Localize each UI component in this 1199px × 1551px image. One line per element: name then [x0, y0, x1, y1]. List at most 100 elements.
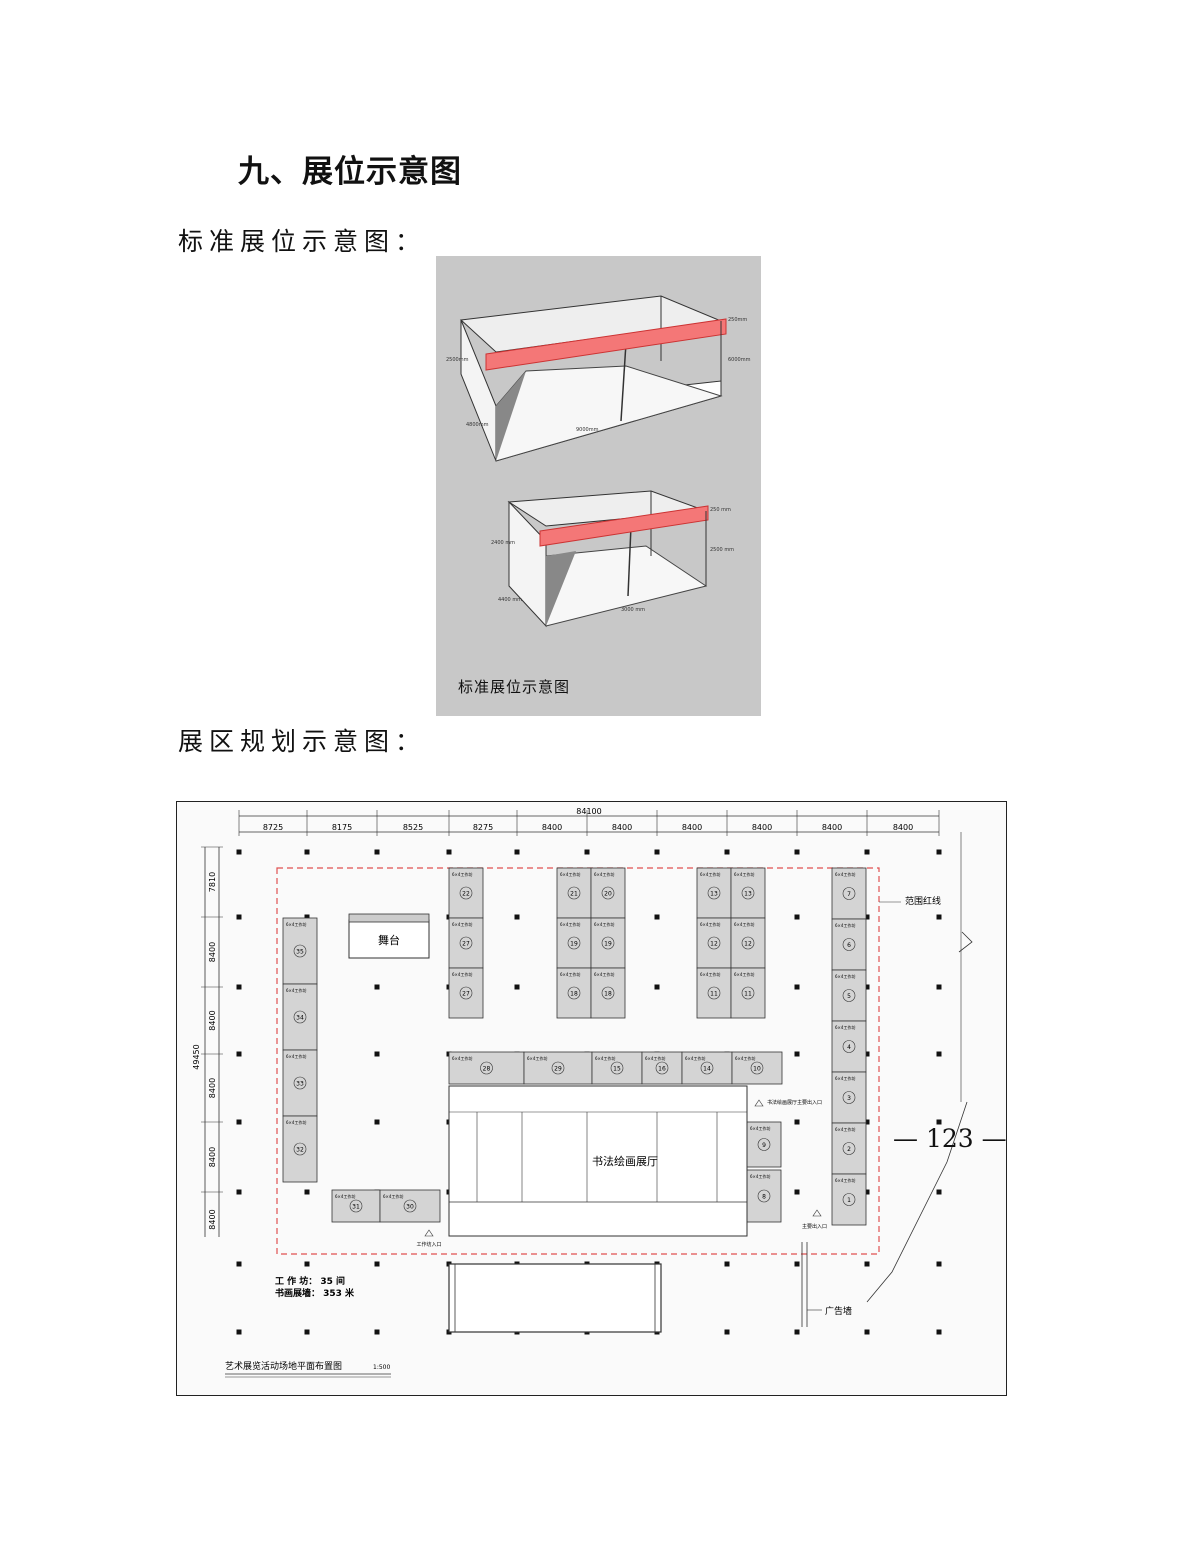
booth-type: 6×4工作坊 — [286, 921, 306, 927]
section-title: 九、展位示意图 — [238, 154, 462, 190]
column-marker — [236, 984, 242, 990]
booth — [696, 967, 732, 1019]
booth — [730, 967, 766, 1019]
booth-number: 19 — [604, 941, 612, 948]
booth-number: 34 — [296, 1015, 304, 1022]
column-marker — [794, 1261, 800, 1267]
row-height-label: 8400 — [208, 1209, 217, 1229]
booth-type: 6×4工作坊 — [594, 971, 614, 977]
row-height-label: 8400 — [208, 1078, 217, 1098]
column-marker — [304, 1189, 310, 1195]
column-width-label: 8175 — [332, 823, 352, 832]
booth — [831, 1173, 867, 1226]
booth-number: 16 — [658, 1066, 666, 1073]
column-marker — [374, 849, 380, 855]
column-marker — [236, 1119, 242, 1125]
dim-label: 2400 mm — [491, 540, 515, 546]
booth-type: 6×4工作坊 — [645, 1055, 665, 1061]
column-marker — [936, 1051, 942, 1057]
column-marker — [584, 849, 590, 855]
booth-number: 15 — [613, 1066, 621, 1073]
total-width: 84100 — [576, 807, 601, 816]
booth-illustration: 9000mm 4800mm 2500mm 6000mm 250mm 2400 m… — [436, 256, 761, 716]
booth-type: 6×4工作坊 — [560, 971, 580, 977]
column-marker — [936, 849, 942, 855]
booth-number: 14 — [703, 1066, 711, 1073]
booth-type: 6×4工作坊 — [835, 1024, 855, 1030]
booth — [731, 1051, 783, 1085]
booth — [556, 917, 592, 969]
booth-number: 11 — [710, 991, 718, 998]
ad-wall-label: 广告墙 — [825, 1305, 852, 1317]
booth — [831, 969, 867, 1022]
booth-type: 6×4工作坊 — [286, 1053, 306, 1059]
column-marker — [654, 984, 660, 990]
column-marker — [864, 1261, 870, 1267]
plan-title: 艺术展览活动场地平面布置图 — [225, 1360, 342, 1372]
booth — [591, 1051, 643, 1085]
booth — [379, 1189, 441, 1223]
booth — [696, 917, 732, 969]
dim-label: 3000 mm — [621, 607, 645, 613]
booth — [282, 1115, 318, 1183]
booth — [448, 967, 484, 1019]
booth — [831, 1122, 867, 1175]
column-marker — [794, 1119, 800, 1125]
booth-number: 12 — [710, 941, 718, 948]
plan-scale: 1:500 — [373, 1364, 390, 1371]
booth-type: 6×4工作坊 — [335, 1193, 355, 1199]
row-height-label: 8400 — [208, 1010, 217, 1030]
dim-label: 250mm — [728, 317, 747, 323]
booth-number: 10 — [753, 1066, 761, 1073]
column-marker — [304, 849, 310, 855]
booth — [590, 967, 626, 1019]
booth-number: 9 — [762, 1142, 766, 1149]
booth-type: 6×4工作坊 — [560, 921, 580, 927]
column-marker — [724, 849, 730, 855]
booth-number: 27 — [462, 941, 470, 948]
column-width-label: 8400 — [893, 823, 913, 832]
booth-number: 7 — [847, 891, 851, 898]
booth-type: 6×4工作坊 — [734, 971, 754, 977]
booth-type: 6×4工作坊 — [452, 871, 472, 877]
column-marker — [864, 1051, 870, 1057]
column-marker — [936, 1119, 942, 1125]
stats-wall: 书画展墙： 353 米 — [275, 1287, 355, 1299]
column-width-label: 8400 — [542, 823, 562, 832]
column-marker — [794, 849, 800, 855]
dim-label: 4400 mm — [498, 597, 522, 603]
booth-number: 11 — [744, 991, 752, 998]
booth — [556, 867, 592, 919]
column-marker — [304, 914, 310, 920]
column-marker — [864, 1329, 870, 1335]
booth-type: 6×4工作坊 — [835, 922, 855, 928]
booth — [730, 917, 766, 969]
column-marker — [374, 1329, 380, 1335]
zone-label: 展区规划示意图： — [178, 727, 427, 756]
entrance-label: 工作坊入口 — [416, 1241, 441, 1248]
booth — [831, 1020, 867, 1073]
booth-type: 6×4工作坊 — [595, 1055, 615, 1061]
column-marker — [864, 914, 870, 920]
column-marker — [236, 1051, 242, 1057]
booth-type: 6×4工作坊 — [594, 921, 614, 927]
column-marker — [304, 1261, 310, 1267]
row-height-label: 8400 — [208, 942, 217, 962]
column-marker — [936, 914, 942, 920]
dim-label: 6000mm — [728, 357, 751, 363]
dim-label: 250 mm — [710, 507, 731, 513]
column-marker — [374, 1261, 380, 1267]
booth-type: 6×4工作坊 — [594, 871, 614, 877]
column-marker — [654, 914, 660, 920]
booth-type: 6×4工作坊 — [835, 871, 855, 877]
booth — [282, 917, 318, 985]
booth — [746, 1121, 782, 1168]
booth-type: 6×4工作坊 — [685, 1055, 705, 1061]
booth-number: 6 — [847, 942, 851, 949]
column-marker — [514, 914, 520, 920]
booth-number: 32 — [296, 1147, 304, 1154]
dim-label: 2500 mm — [710, 547, 734, 553]
booth — [590, 867, 626, 919]
column-marker — [654, 849, 660, 855]
main-entrance-label: 主要出入口 — [802, 1223, 827, 1230]
